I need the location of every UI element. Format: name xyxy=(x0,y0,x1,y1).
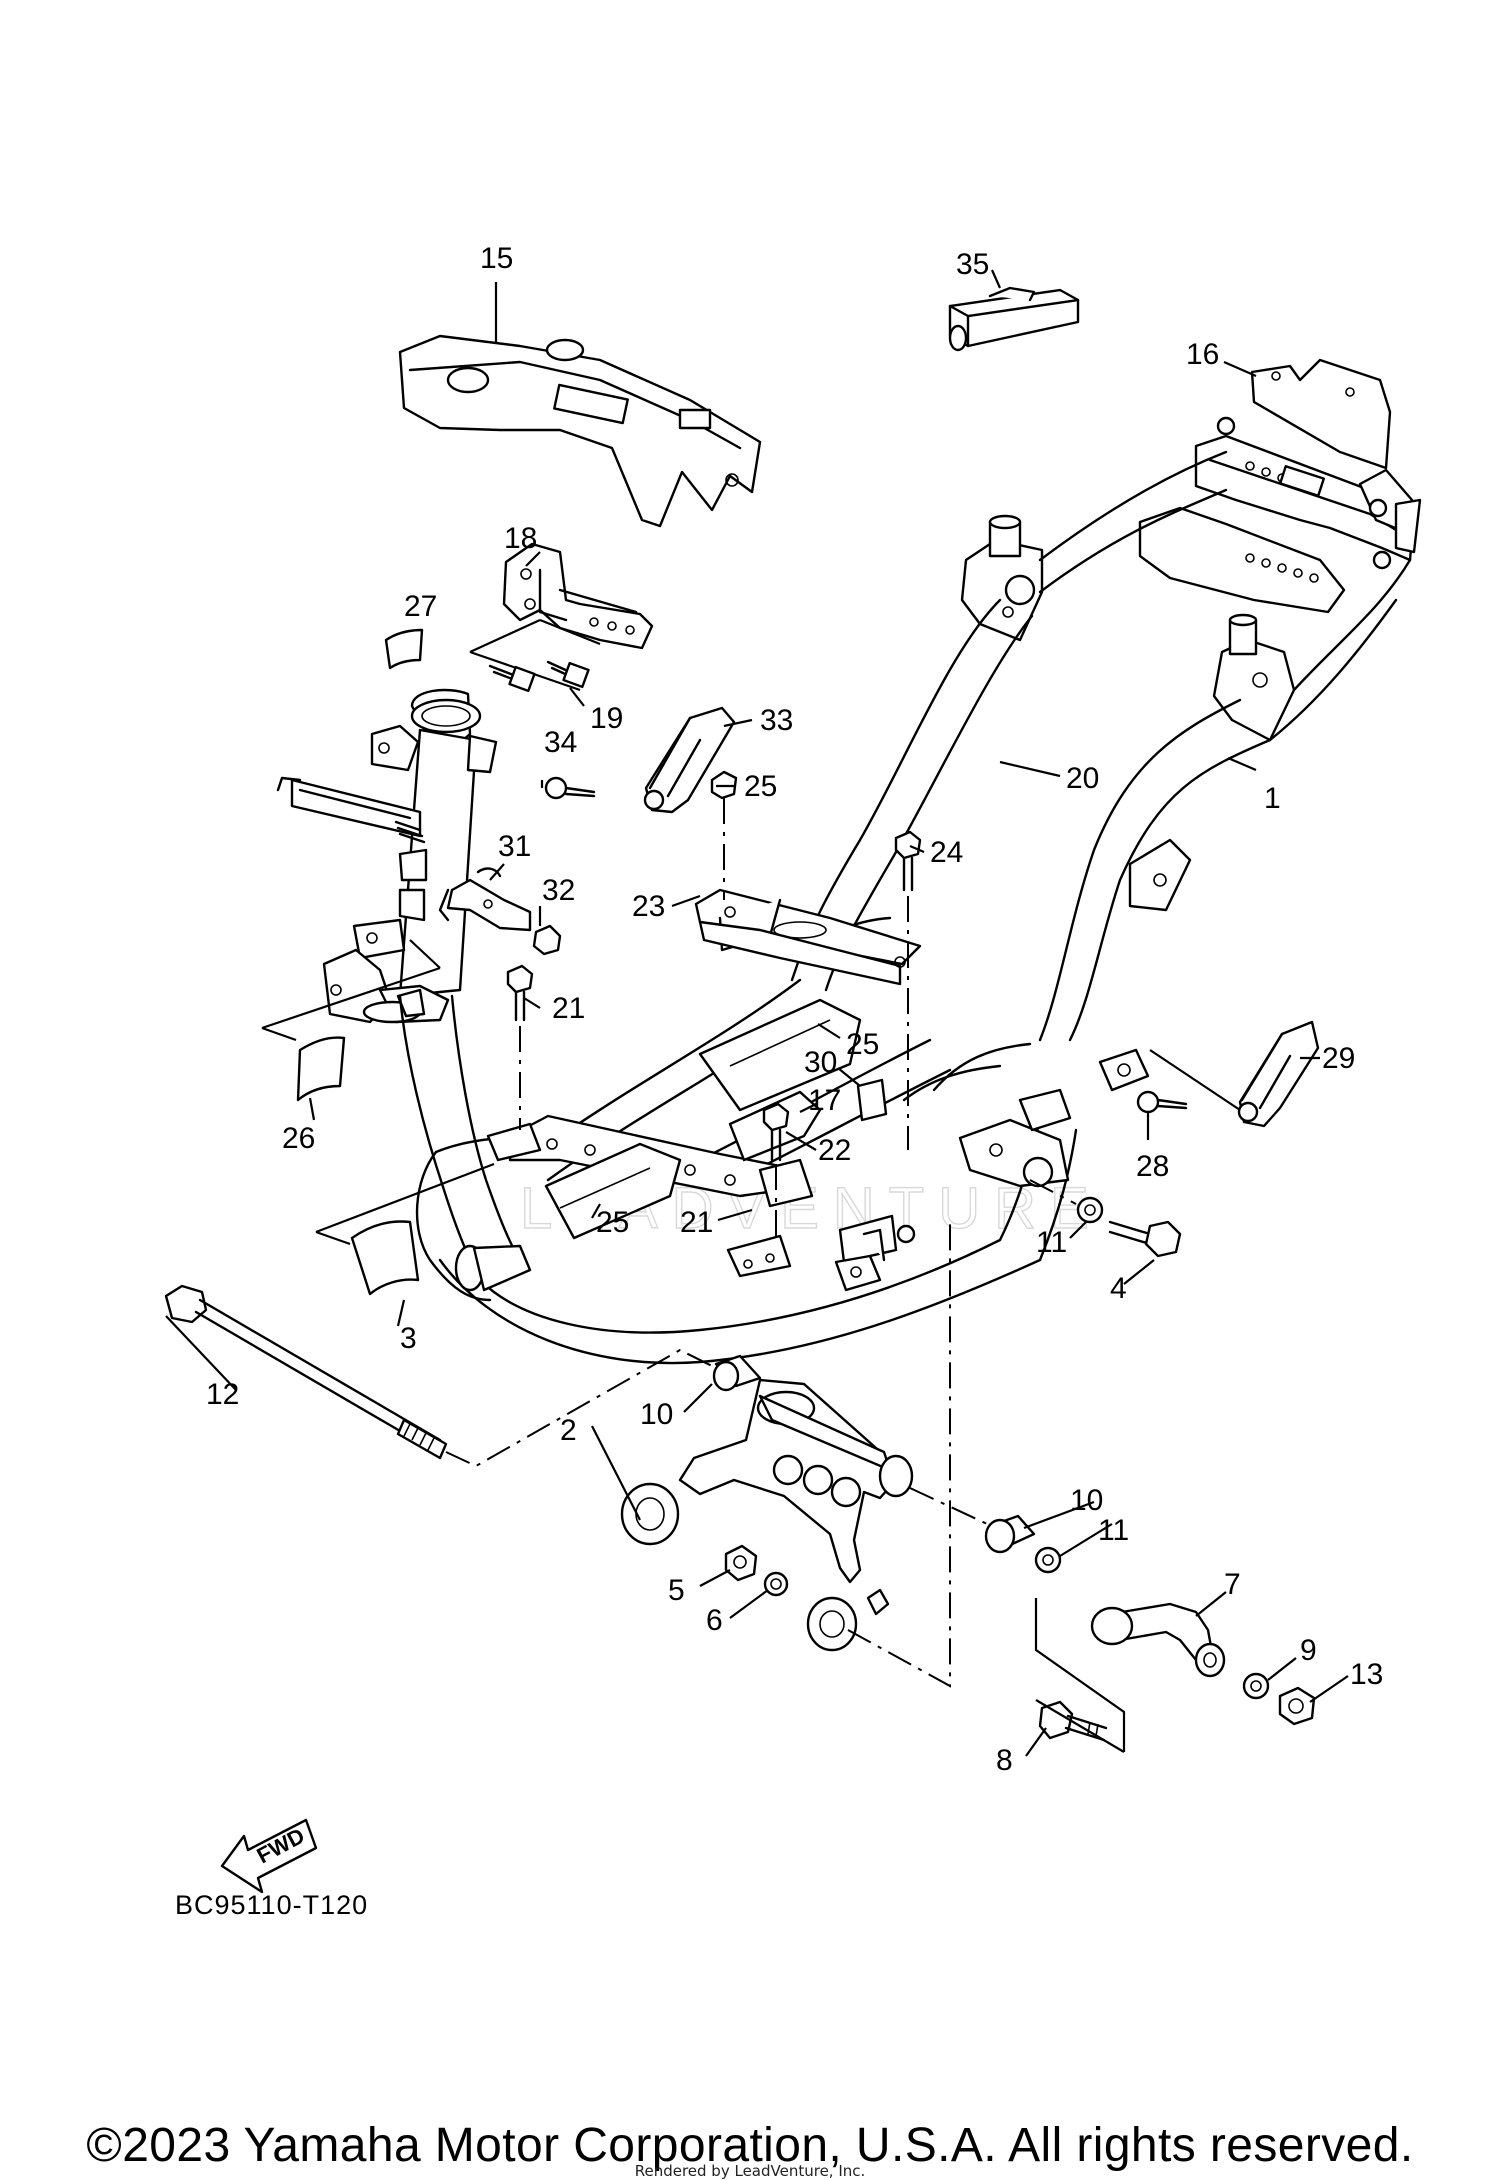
callout-labels: 15 35 16 18 27 19 33 34 25 20 1 31 24 32… xyxy=(206,242,1383,1777)
part-32-bolt xyxy=(1136,1090,1188,1114)
callout-31: 29 xyxy=(1322,1042,1355,1075)
part-31-bracket xyxy=(1149,1020,1320,1128)
callout-24: 25 xyxy=(744,770,777,803)
fwd-arrow-icon: FWD xyxy=(220,1818,318,1894)
part-23-bolt xyxy=(894,830,922,1150)
callout-7: 7 xyxy=(1224,1568,1241,1601)
callout-12: 12 xyxy=(206,1378,239,1411)
diagram-code: BC95110-T120 xyxy=(175,1890,369,1920)
part-11-washer-upper xyxy=(1076,1196,1104,1224)
callout-21a: 21 xyxy=(552,992,585,1025)
part-18-plate xyxy=(1250,358,1392,470)
part-35-bracket xyxy=(948,286,1080,352)
rendered-by-notice: Rendered by LeadVenture, Inc. xyxy=(634,2162,866,2180)
part-4-bolt xyxy=(1029,1179,1182,1258)
part-13-nut xyxy=(1278,1686,1316,1726)
part-7-link xyxy=(1034,1598,1226,1752)
part-2-mount-bracket xyxy=(620,1220,1001,1688)
callout-9: 9 xyxy=(1300,1634,1317,1667)
callout-25b: 25 xyxy=(596,1206,629,1239)
callout-14: 17 xyxy=(808,1084,841,1117)
part-21-bolt-b xyxy=(762,1102,790,1240)
part-25-pad-upper xyxy=(698,998,862,1112)
callout-16: 19 xyxy=(590,702,623,735)
callout-15: 18 xyxy=(504,522,537,555)
part-9-washer xyxy=(1242,1672,1270,1700)
callout-28: 30 xyxy=(804,1046,837,1079)
callout-10b: 10 xyxy=(1070,1484,1103,1517)
part-27-tape xyxy=(384,628,424,670)
part-30-nut xyxy=(532,924,562,956)
copyright-notice: ©2023 Yamaha Motor Corporation, U.S.A. A… xyxy=(86,2119,1414,2172)
callout-5: 5 xyxy=(668,1574,685,1607)
callout-1: 1 xyxy=(1264,782,1281,815)
part-10-bushing-lower xyxy=(984,1514,1036,1554)
part-16-bolts xyxy=(488,660,590,693)
part-24-nut xyxy=(710,770,738,900)
part-15-bracket xyxy=(469,542,654,692)
callout-30: 32 xyxy=(542,874,575,907)
part-25-pad-lower xyxy=(544,1142,682,1240)
part-3-tape xyxy=(315,1162,495,1296)
part-33-bracket xyxy=(643,706,736,814)
callout-34: 34 xyxy=(544,726,577,759)
part-11-washer-lower xyxy=(1034,1546,1062,1574)
callout-20: 21 xyxy=(680,1206,713,1239)
callout-27: 27 xyxy=(404,590,437,623)
callout-22: 23 xyxy=(632,890,665,923)
callout-21b: 22 xyxy=(818,1134,851,1167)
callout-10a: 10 xyxy=(640,1398,673,1431)
part-6-washer xyxy=(763,1571,789,1597)
callout-23: 24 xyxy=(930,836,963,869)
callout-11b: 11 xyxy=(1098,1514,1129,1547)
part-17-rear-fender xyxy=(398,334,762,528)
callout-33: 33 xyxy=(760,704,793,737)
part-21-bolt-a xyxy=(506,964,534,1130)
callout-2: 2 xyxy=(560,1414,577,1447)
callout-17: 15 xyxy=(480,242,513,275)
part-26-tape xyxy=(261,939,441,1102)
callout-25a: 25 xyxy=(846,1028,879,1061)
part-22-plate xyxy=(694,888,922,986)
part-5-nut xyxy=(724,1544,758,1582)
callout-29: 31 xyxy=(498,830,531,863)
part-29-clip xyxy=(438,867,532,932)
callout-32: 28 xyxy=(1136,1150,1169,1183)
callout-3: 3 xyxy=(400,1322,417,1355)
callout-13: 13 xyxy=(1350,1658,1383,1691)
callout-35: 35 xyxy=(956,248,989,281)
callout-6: 6 xyxy=(706,1604,723,1637)
part-12-pivot-bolt xyxy=(164,1284,729,1468)
part-28-label xyxy=(856,1078,888,1122)
part-34-bolt xyxy=(544,776,596,800)
leader-lines xyxy=(165,269,1349,1757)
callout-18: 16 xyxy=(1186,338,1219,371)
callout-19: 20 xyxy=(1066,762,1099,795)
part-10-bushing-upper xyxy=(712,1354,762,1392)
callout-26: 26 xyxy=(282,1122,315,1155)
part-1-frame xyxy=(276,416,1422,1365)
part-8-bolt xyxy=(1035,1699,1125,1753)
callout-11a: 11 xyxy=(1036,1226,1067,1259)
callout-4: 4 xyxy=(1110,1272,1127,1305)
callout-8: 8 xyxy=(996,1744,1013,1777)
